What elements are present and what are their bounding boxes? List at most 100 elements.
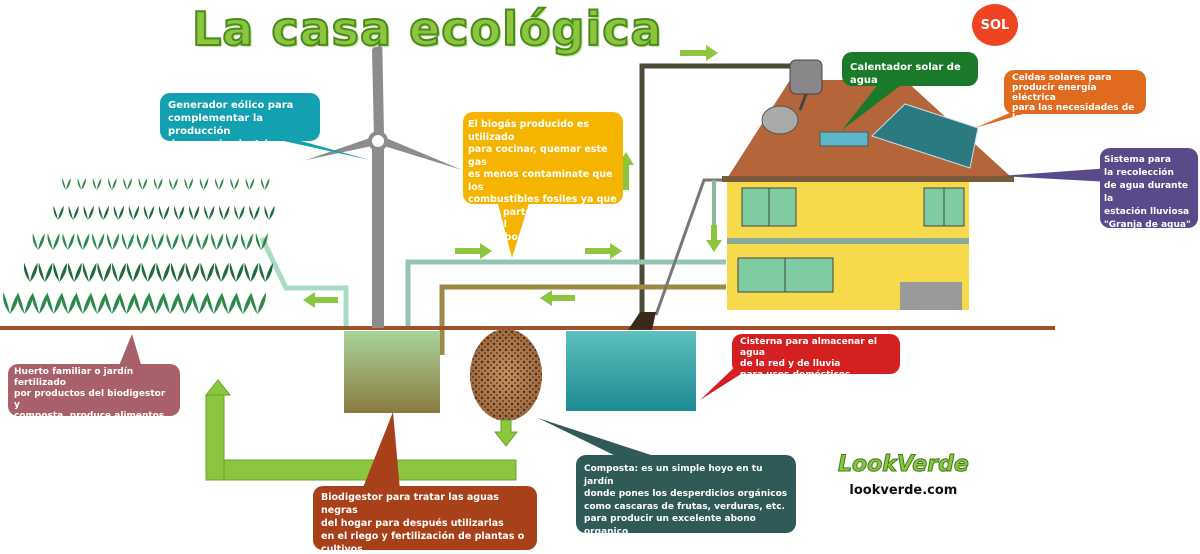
plant [75, 292, 92, 314]
flow-arrows [303, 45, 722, 308]
plant [229, 262, 244, 282]
plant [77, 233, 90, 250]
plant [181, 233, 194, 250]
plant [148, 292, 165, 314]
plant [136, 233, 149, 250]
plant [156, 262, 171, 282]
plant [185, 262, 200, 282]
plant [121, 233, 134, 250]
plant [83, 205, 94, 220]
plant [188, 205, 200, 220]
plant [123, 178, 132, 190]
plant [23, 262, 38, 282]
biodigester-tank [344, 331, 440, 413]
callout-compost: Composta: es un simple hoyo en tu jardín… [576, 455, 796, 549]
plant [184, 178, 194, 190]
plant [61, 292, 77, 314]
page-title: La casa ecológica [191, 1, 663, 57]
plant [177, 292, 194, 314]
plant [106, 233, 120, 250]
plant [204, 205, 215, 220]
plant [67, 262, 82, 282]
plant [170, 262, 185, 282]
plant [240, 233, 253, 250]
ground-line [0, 326, 1055, 330]
plant [62, 178, 71, 190]
plant [163, 292, 179, 314]
plant [215, 262, 229, 282]
house [722, 59, 1014, 310]
plant [173, 205, 185, 220]
plant [126, 262, 141, 282]
plant [108, 178, 117, 190]
plant [68, 205, 79, 220]
plant [92, 233, 105, 250]
plant [141, 262, 156, 282]
plant [245, 178, 255, 190]
callout-wind-generator: Generador eólico para complementar la pr… [160, 93, 320, 150]
plant [134, 292, 150, 314]
plant [17, 292, 34, 314]
plant [200, 262, 215, 282]
plant [32, 292, 48, 314]
callout-garden: Huerto familiar o jardín fertilizado por… [8, 364, 180, 432]
wind-turbine [306, 30, 462, 328]
callout-cistern: Cisterna para almacenar el agua de la re… [732, 334, 900, 380]
plant [151, 233, 164, 250]
plant [234, 205, 245, 220]
pipes [259, 63, 792, 355]
plant [46, 292, 63, 314]
plant [128, 205, 140, 220]
plant [215, 178, 224, 190]
plant [113, 205, 125, 220]
plant [230, 178, 239, 190]
plant [3, 292, 19, 314]
plant [169, 178, 178, 190]
logo-brand: LookVerde [838, 452, 970, 478]
lookverde-logo[interactable]: LookVerde lookverde.com [838, 452, 970, 499]
plant [250, 292, 267, 314]
rain-collector [628, 312, 656, 330]
plant [38, 262, 53, 282]
plant [235, 292, 252, 314]
plant [206, 292, 223, 314]
plant [255, 233, 268, 250]
plant [143, 205, 155, 220]
callout-biogas: El biogás producido es utilizado para co… [463, 112, 623, 243]
cistern-tank [566, 331, 696, 411]
plant [199, 178, 209, 190]
plant [211, 233, 224, 250]
callout-solar-heater: Calentador solar de agua [842, 52, 978, 86]
logo-url[interactable]: lookverde.com [849, 483, 958, 498]
plant [112, 262, 126, 282]
sun-label: SOL [980, 17, 1010, 33]
plant [259, 262, 273, 282]
plant [97, 262, 112, 282]
plant [244, 262, 259, 282]
callout-solar-cells: Celdas solares para producir energía elé… [1004, 70, 1146, 133]
callout-rainwater: Sistema para la recolección de agua dura… [1100, 148, 1198, 230]
irrigation-flow-arrow [204, 379, 519, 481]
sun-icon: SOL [972, 4, 1018, 46]
plant [221, 292, 237, 314]
plant [47, 233, 60, 250]
plant [260, 178, 270, 190]
plant [92, 178, 102, 190]
plant [166, 233, 179, 250]
plant [98, 205, 109, 220]
plant [225, 233, 239, 250]
plant [119, 292, 136, 314]
plant [153, 178, 163, 190]
callout-biodigester: Biodigestor para tratar las aguas negras… [313, 486, 537, 554]
plant [219, 205, 230, 220]
plant [249, 205, 260, 220]
plant [53, 205, 64, 220]
plant [32, 233, 45, 250]
plant [192, 292, 208, 314]
plant [77, 178, 87, 190]
plant [158, 205, 170, 220]
plant [196, 233, 209, 250]
plant [53, 262, 68, 282]
